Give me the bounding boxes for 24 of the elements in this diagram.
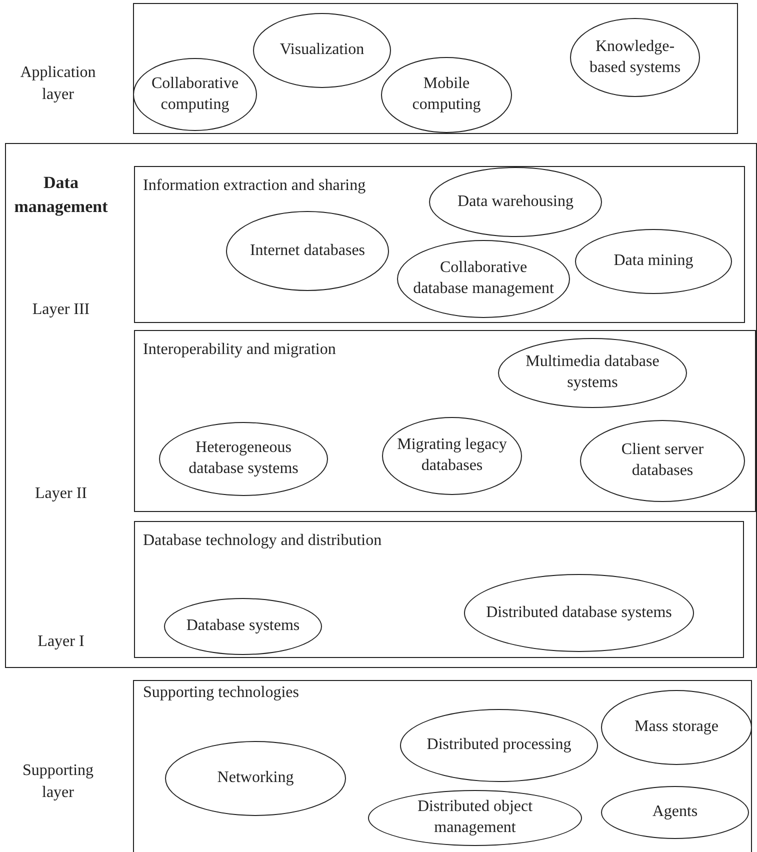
ellipse-node: Data mining (575, 229, 732, 294)
layer-panel (5, 143, 757, 668)
layer-label: Layer I (36, 632, 86, 652)
group-panel (134, 521, 744, 658)
group-heading: Information extraction and sharing (143, 177, 366, 195)
ellipse-node: Heterogeneous database systems (159, 422, 328, 496)
group-panel (134, 330, 756, 512)
group-heading: Database technology and distribution (143, 532, 382, 550)
layer-label: Layer III (31, 300, 91, 320)
ellipse-node: Client server databases (580, 420, 745, 502)
layer-label: Layer II (34, 484, 88, 504)
ellipse-node: Data warehousing (429, 167, 602, 237)
panel-heading: Supporting technologies (143, 684, 299, 702)
group-heading: Interoperability and migration (143, 341, 336, 359)
group-panel (134, 166, 745, 323)
ellipse-node: Internet databases (226, 211, 389, 291)
layer-label: Supporting layer (21, 761, 95, 804)
ellipse-node: Collaborative database management (397, 240, 570, 318)
layer-label: Data management (13, 172, 109, 218)
ellipse-node: Multimedia database systems (498, 338, 687, 408)
ellipse-node: Database systems (164, 598, 322, 655)
ellipse-node: Migrating legacy databases (382, 417, 522, 495)
ellipse-node: Distributed database systems (464, 574, 694, 652)
layer-label: Application layer (19, 63, 97, 106)
